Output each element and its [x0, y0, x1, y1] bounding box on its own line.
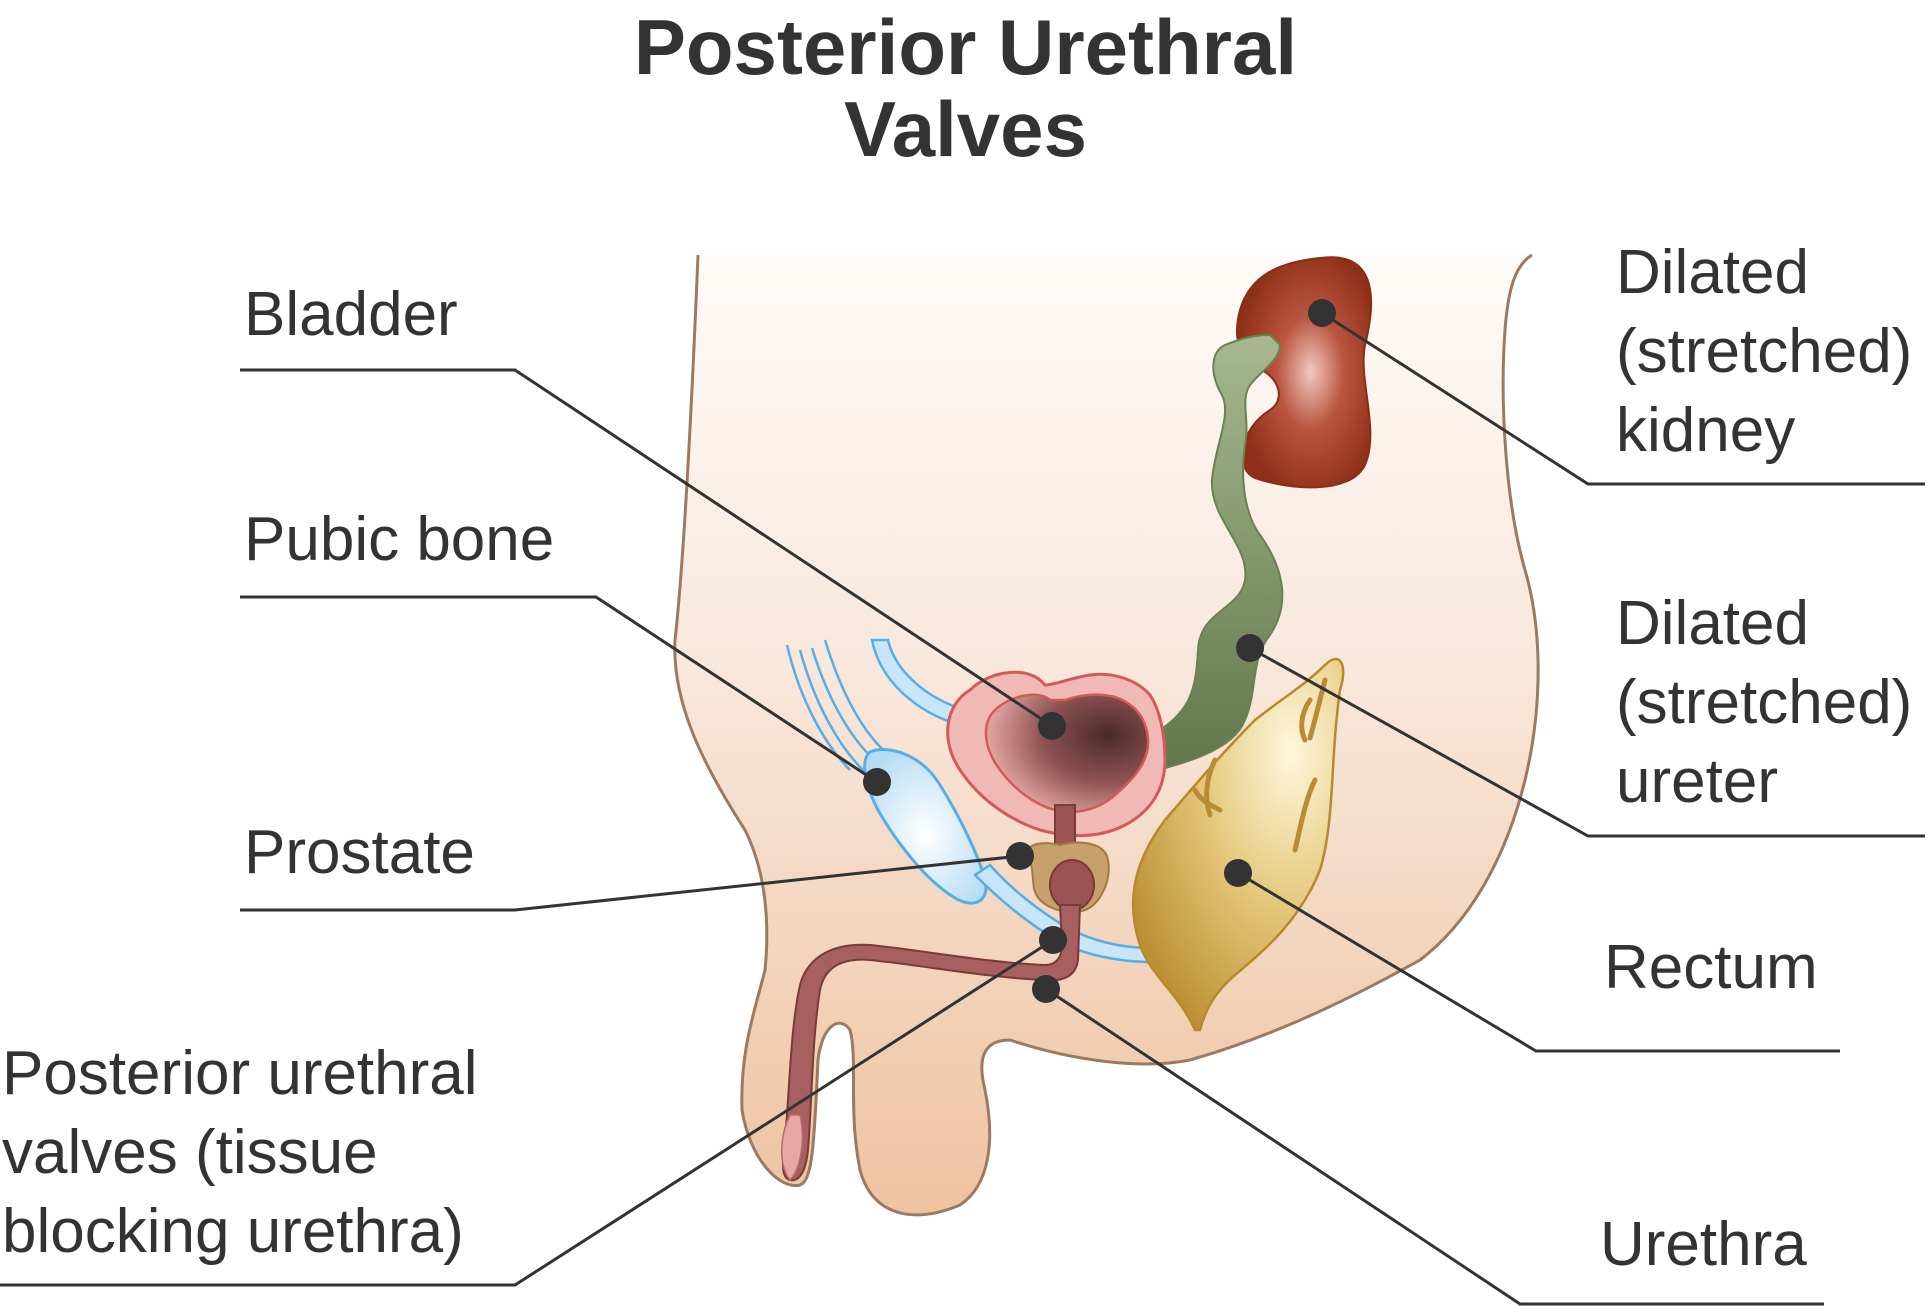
- marker-dots: [863, 299, 1336, 1003]
- leader-prostate: [240, 854, 1021, 912]
- body-outline-front: [673, 254, 1191, 1217]
- dot-posterior-urethral-valves: [1039, 926, 1067, 954]
- bladder-lumen: [984, 693, 1150, 813]
- label-posterior-urethral-valves-2: valves (tissue: [2, 1118, 378, 1187]
- leader-posterior-urethral-valves: [0, 938, 1054, 1287]
- pubic-bone: [863, 748, 988, 905]
- label-dilated-kidney-3: kidney: [1616, 396, 1796, 465]
- rectum-folds: [1192, 677, 1328, 853]
- dot-ureter: [1236, 634, 1264, 662]
- body-outline-back: [1189, 253, 1540, 1062]
- label-posterior-urethral-valves-3: blocking urethra): [2, 1197, 464, 1266]
- label-rectum: Rectum: [1604, 933, 1818, 1002]
- dot-pubic-bone: [863, 768, 891, 796]
- diagram-title-line-1: Posterior Urethral: [633, 3, 1298, 91]
- urethra-tip: [781, 1114, 804, 1182]
- label-dilated-kidney-1: Dilated: [1616, 238, 1809, 307]
- leader-bladder: [240, 368, 1053, 728]
- label-dilated-kidney-2: (stretched): [1616, 317, 1913, 386]
- leader-lines: [0, 311, 1925, 1306]
- leader-pubic-bone: [240, 595, 878, 784]
- label-dilated-ureter-2: (stretched): [1616, 668, 1913, 737]
- leader-rectum: [1237, 871, 1840, 1053]
- rectum: [1131, 657, 1345, 1032]
- label-dilated-ureter-3: ureter: [1616, 747, 1778, 816]
- dot-bladder: [1038, 712, 1066, 740]
- dot-kidney: [1308, 299, 1336, 327]
- prostate-urethra-bulge: [1049, 859, 1095, 911]
- leader-ureter: [1249, 646, 1925, 838]
- label-urethra: Urethra: [1600, 1210, 1807, 1279]
- label-pubic-bone: Pubic bone: [244, 505, 555, 574]
- kidney: [1236, 256, 1373, 489]
- leader-kidney: [1321, 311, 1925, 486]
- label-dilated-ureter-1: Dilated: [1616, 589, 1809, 658]
- dot-prostate: [1006, 842, 1034, 870]
- label-bladder: Bladder: [244, 280, 458, 349]
- diagram-title-line-2: Valves: [844, 85, 1087, 173]
- label-prostate: Prostate: [244, 818, 475, 887]
- dot-urethra: [1032, 975, 1060, 1003]
- leader-urethra: [1045, 987, 1824, 1306]
- label-posterior-urethral-valves-1: Posterior urethral: [2, 1039, 478, 1108]
- dot-rectum: [1224, 859, 1252, 887]
